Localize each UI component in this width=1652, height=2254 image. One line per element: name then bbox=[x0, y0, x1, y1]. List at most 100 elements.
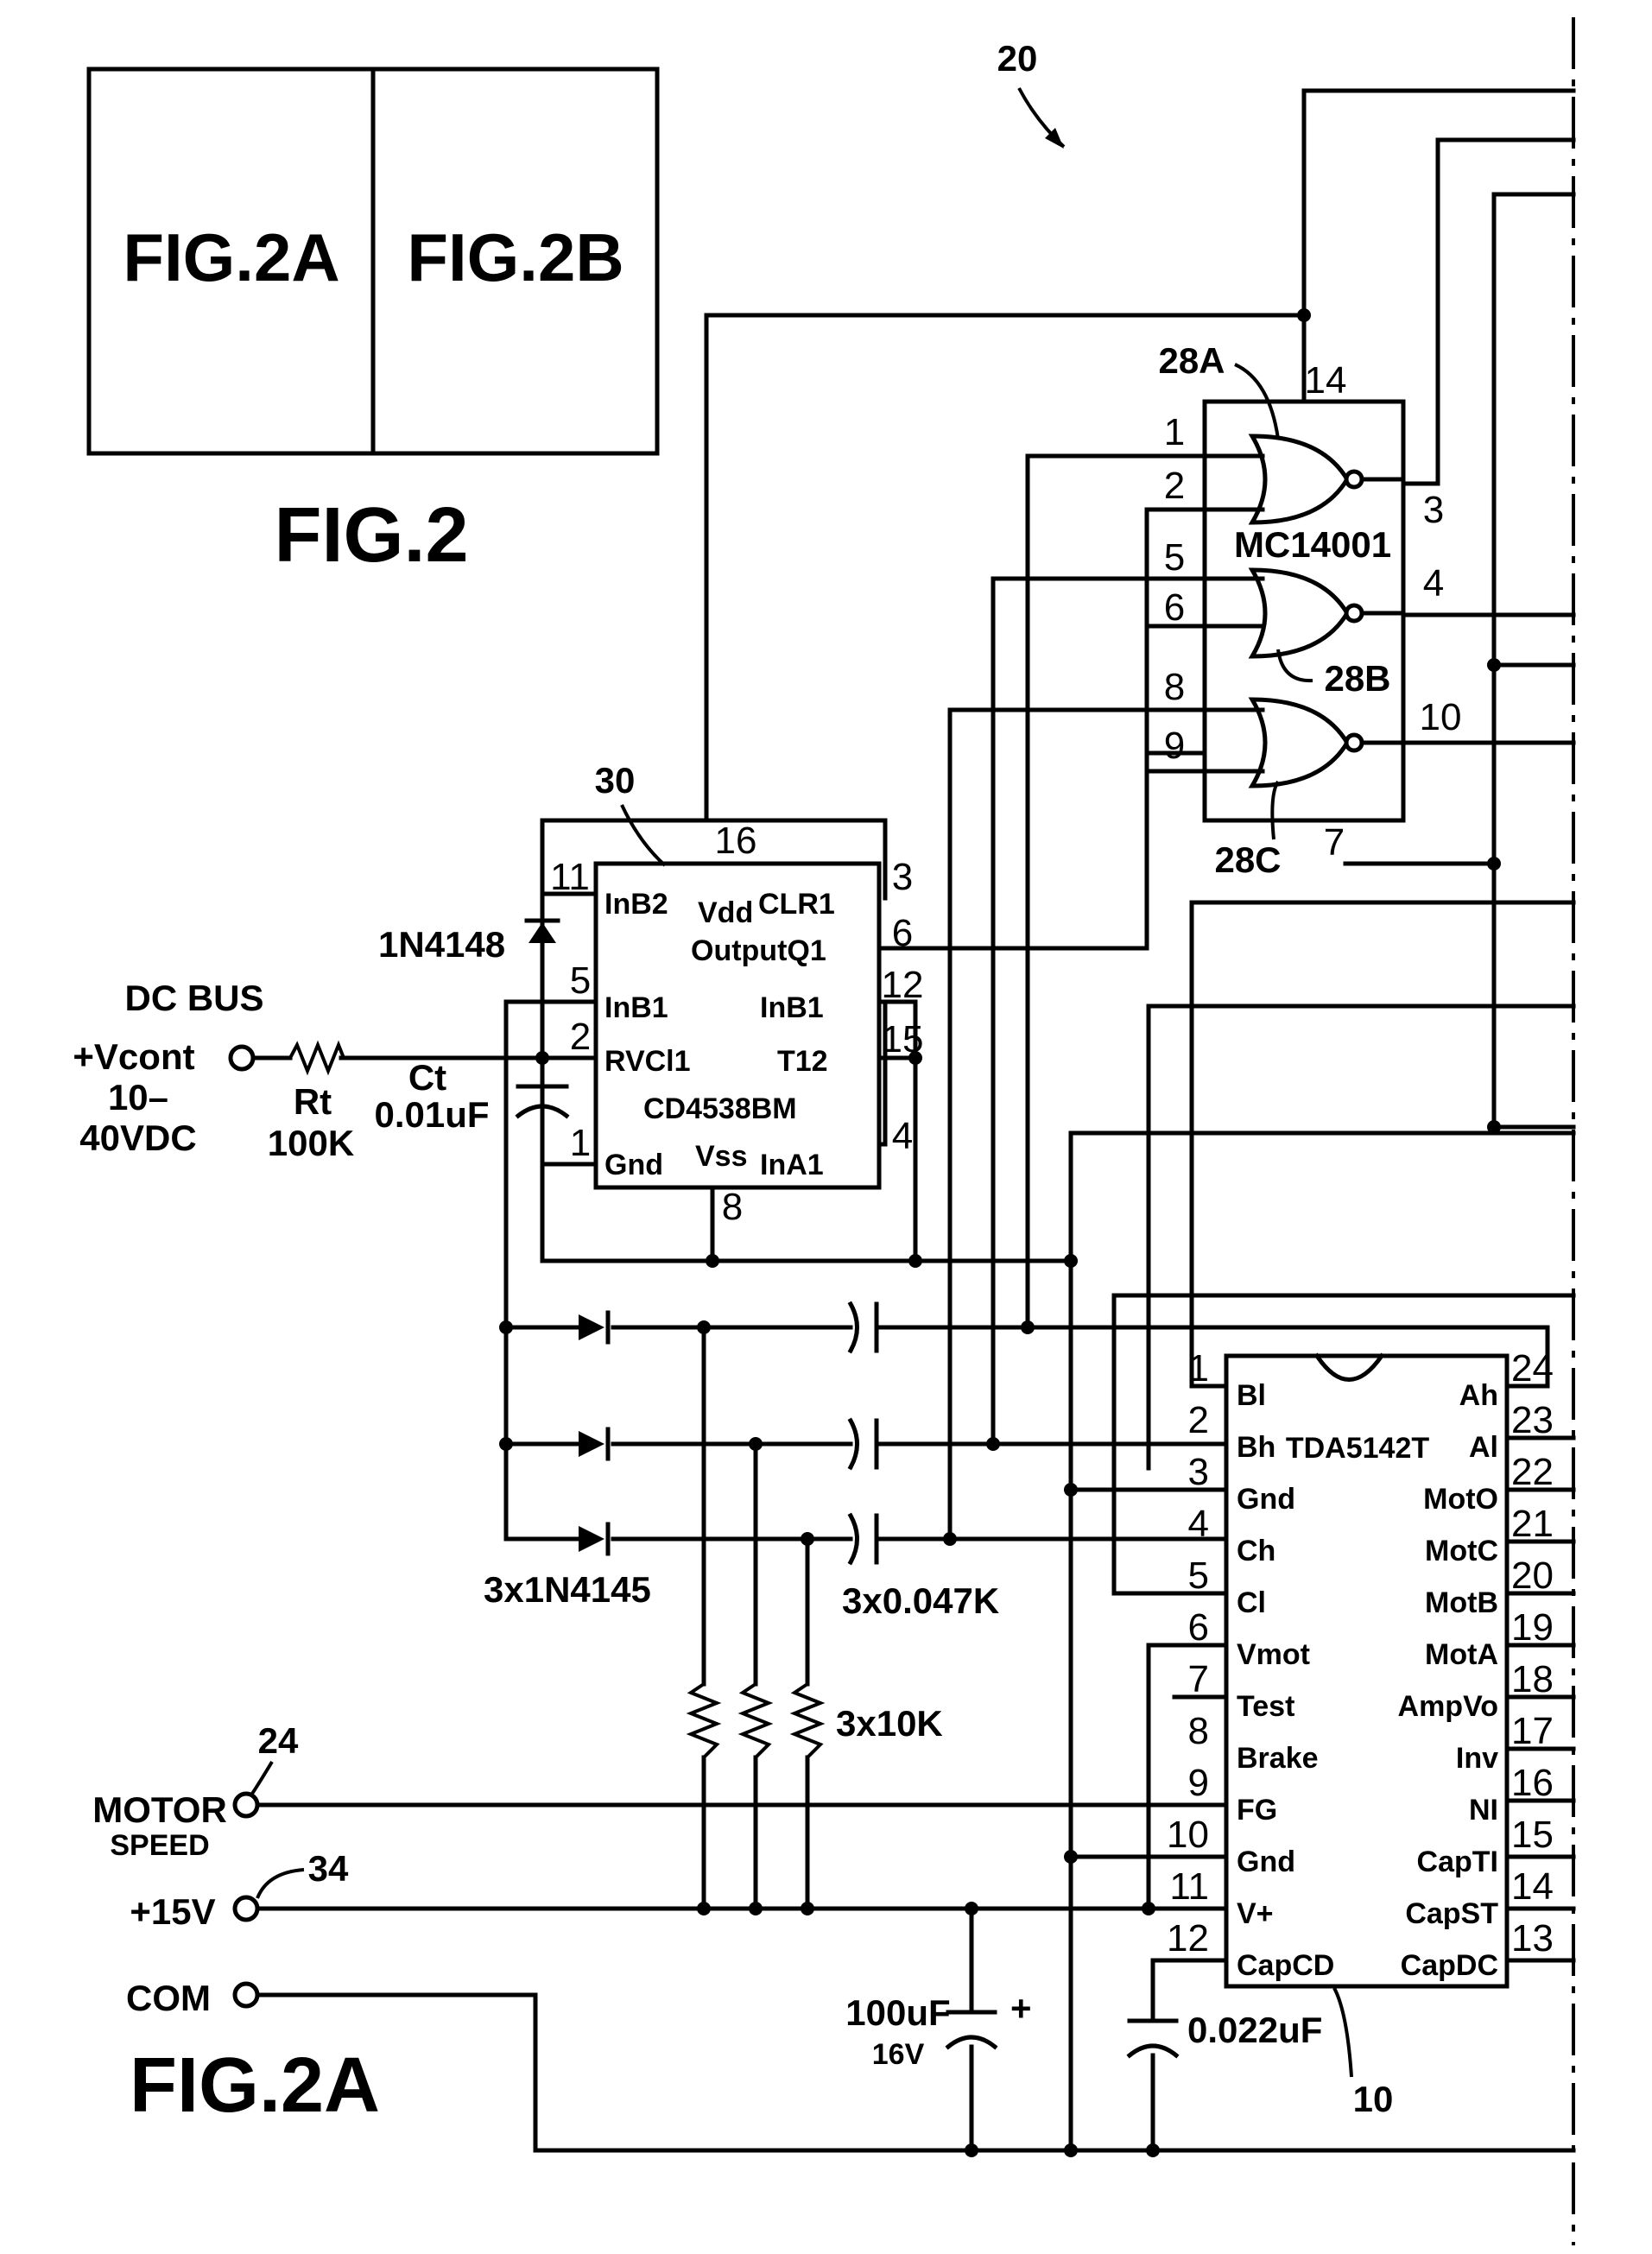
driver-left-pin-name: Vmot bbox=[1237, 1638, 1310, 1671]
driver-right-pin-name: MotB bbox=[1425, 1586, 1498, 1619]
driver-right-pin-name: CapDC bbox=[1401, 1949, 1498, 1982]
driver-left-pin-number: 6 bbox=[1188, 1606, 1209, 1649]
diode-1n4148: 1N4148 bbox=[378, 921, 558, 965]
caps-label: 3x0.047K bbox=[842, 1580, 999, 1621]
driver-left-pin-name: Gnd bbox=[1237, 1483, 1295, 1516]
driver-right-pin-name: CapST bbox=[1405, 1897, 1498, 1930]
plus15-ref: 34 bbox=[308, 1848, 349, 1889]
plus15-label: +15V bbox=[130, 1891, 215, 1932]
diode-1n4148-label: 1N4148 bbox=[378, 924, 505, 965]
resistors-10k: 3x10K bbox=[691, 1684, 943, 1757]
gate-pin-4: 4 bbox=[1423, 562, 1444, 605]
dc-bus-line4: 40VDC bbox=[79, 1118, 196, 1158]
driver-right-pin-number: 16 bbox=[1511, 1762, 1554, 1804]
motor-speed-line1: MOTOR bbox=[92, 1789, 227, 1830]
cap-022-label: 0.022uF bbox=[1187, 2010, 1322, 2050]
motor-speed-line2: SPEED bbox=[110, 1829, 209, 1862]
timer-pin-3: 3 bbox=[892, 856, 913, 898]
timer-pin-2: 2 bbox=[570, 1016, 591, 1058]
driver-right-pin-name: Ah bbox=[1459, 1379, 1498, 1412]
index-caption: FIG.2 bbox=[274, 492, 468, 579]
gate-chip-name: MC14001 bbox=[1234, 524, 1391, 565]
timer-label-inb1-left: InB1 bbox=[604, 991, 668, 1024]
com-terminal bbox=[235, 1984, 257, 2006]
dc-bus-terminal bbox=[231, 1047, 253, 1069]
gate-pin-8: 8 bbox=[1164, 666, 1185, 708]
dc-bus-line1: DC BUS bbox=[124, 978, 263, 1018]
timer-pin-4: 4 bbox=[892, 1115, 913, 1157]
gate-ref-28b: 28B bbox=[1324, 658, 1390, 699]
bulk-capacitors: 100uF 16V + 0.022uF bbox=[845, 1988, 1322, 2071]
driver-right-pin-name: MotA bbox=[1425, 1638, 1498, 1671]
driver-left-pin-number: 12 bbox=[1167, 1917, 1209, 1960]
terminals: 24 MOTOR SPEED 34 +15V COM bbox=[92, 1720, 349, 2018]
driver-left-pin-name: V+ bbox=[1237, 1897, 1274, 1930]
diodes-label: 3x1N4145 bbox=[484, 1569, 651, 1610]
driver-left-pin-name: Brake bbox=[1237, 1742, 1319, 1775]
index-cell-b: FIG.2B bbox=[407, 219, 623, 295]
gate-ref-28c: 28C bbox=[1214, 839, 1281, 880]
driver-right-pin-number: 21 bbox=[1511, 1503, 1554, 1545]
driver-right-pin-number: 15 bbox=[1511, 1814, 1554, 1856]
dc-bus-input: DC BUS +Vcont 10– 40VDC Rt 100K Ct 0.01u… bbox=[73, 978, 566, 1163]
driver-right-pin-number: 14 bbox=[1511, 1865, 1554, 1908]
driver-left-pin-number: 10 bbox=[1167, 1814, 1209, 1856]
ref-20: 20 bbox=[997, 38, 1038, 79]
driver-right-pin-number: 24 bbox=[1511, 1347, 1554, 1390]
ct-name: Ct bbox=[408, 1057, 446, 1098]
gate-pin-1: 1 bbox=[1164, 411, 1185, 453]
timer-ref-30: 30 bbox=[595, 760, 636, 801]
dc-bus-line2: +Vcont bbox=[73, 1036, 194, 1077]
timer-pin-8: 8 bbox=[722, 1186, 743, 1228]
plus15-terminal bbox=[235, 1897, 257, 1920]
ct-value: 0.01uF bbox=[374, 1094, 489, 1135]
gate-pin-14: 14 bbox=[1305, 359, 1347, 402]
motor-speed-terminal bbox=[235, 1794, 257, 1816]
driver-left-pin-number: 4 bbox=[1188, 1503, 1209, 1545]
driver-left-pin-name: FG bbox=[1237, 1794, 1277, 1827]
driver-chip-name: TDA5142T bbox=[1286, 1432, 1430, 1465]
driver-left-pin-number: 8 bbox=[1188, 1710, 1209, 1752]
timer-pin-12: 12 bbox=[882, 964, 924, 1006]
timer-label-ina1: InA1 bbox=[760, 1149, 824, 1181]
driver-right-pin-number: 22 bbox=[1511, 1451, 1554, 1493]
gate-pin-6: 6 bbox=[1164, 586, 1185, 629]
gate-pin-10: 10 bbox=[1420, 696, 1462, 738]
rt-name: Rt bbox=[294, 1081, 332, 1122]
timer-label-inb2: InB2 bbox=[604, 888, 668, 921]
figure-caption: FIG.2A bbox=[130, 2042, 380, 2129]
driver-left-pin-number: 11 bbox=[1169, 1865, 1209, 1908]
timer-label-vss: Vss bbox=[695, 1140, 748, 1173]
gate-pin-5: 5 bbox=[1164, 536, 1185, 579]
gate-pin-7: 7 bbox=[1324, 821, 1345, 864]
rt-value: 100K bbox=[268, 1123, 354, 1163]
timer-label-rvcl1: RVCl1 bbox=[604, 1045, 691, 1078]
driver-right-pin-number: 19 bbox=[1511, 1606, 1554, 1649]
driver-left-pin-name: Test bbox=[1237, 1690, 1294, 1723]
timer-pin-11: 11 bbox=[550, 856, 590, 898]
timer-chip: 30 16 11 InB2 Vdd CLR1 3 6 OutputQ1 5 In… bbox=[550, 760, 923, 1228]
driver-left-pin-number: 5 bbox=[1188, 1554, 1209, 1597]
timer-pin-1: 1 bbox=[570, 1122, 591, 1164]
cap-100-polarity: + bbox=[1010, 1988, 1032, 2029]
driver-left-pin-name: Bh bbox=[1237, 1431, 1275, 1464]
driver-left-pin-name: Bl bbox=[1237, 1379, 1266, 1412]
driver-right-pin-number: 23 bbox=[1511, 1399, 1554, 1441]
driver-left-pin-name: Gnd bbox=[1237, 1846, 1295, 1878]
driver-ref-10: 10 bbox=[1353, 2079, 1394, 2119]
timer-pin-15: 15 bbox=[882, 1018, 924, 1061]
driver-right-pin-number: 18 bbox=[1511, 1658, 1554, 1700]
driver-left-pin-name: Cl bbox=[1237, 1586, 1266, 1619]
index-cell-a: FIG.2A bbox=[123, 219, 339, 295]
gate-pin-2: 2 bbox=[1164, 465, 1185, 507]
timer-chip-name: CD4538BM bbox=[643, 1092, 797, 1125]
timer-label-outputq1: OutputQ1 bbox=[691, 934, 826, 967]
driver-left-pin-number: 2 bbox=[1188, 1399, 1209, 1441]
cap-100-line1: 100uF bbox=[845, 1992, 950, 2033]
driver-right-pin-number: 13 bbox=[1511, 1917, 1554, 1960]
timer-pin-16: 16 bbox=[715, 820, 757, 862]
driver-right-pin-name: MotC bbox=[1425, 1535, 1498, 1567]
driver-left-pin-number: 3 bbox=[1188, 1451, 1209, 1493]
cap-100-line2: 16V bbox=[872, 2038, 925, 2071]
